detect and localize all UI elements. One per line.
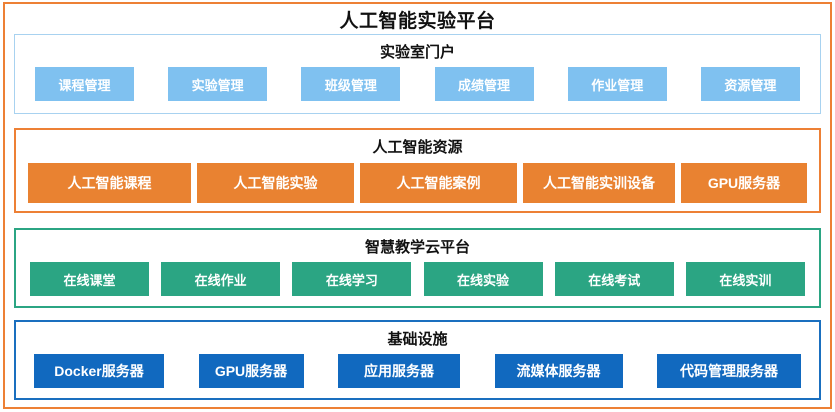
- chip-course-management[interactable]: 课程管理: [35, 67, 134, 101]
- chip-gpu-server-resource[interactable]: GPU服务器: [681, 163, 807, 203]
- section-title-ai-resources: 人工智能资源: [372, 139, 463, 156]
- chip-resource-management[interactable]: 资源管理: [700, 67, 800, 101]
- section-infrastructure: 基础设施 Docker服务器 GPU服务器 应用服务器 流媒体服务器 代码管理服…: [14, 320, 821, 400]
- chip-online-training[interactable]: 在线实训: [685, 262, 805, 296]
- chip-ai-cases[interactable]: 人工智能案例: [360, 163, 517, 203]
- chip-row-infrastructure: Docker服务器 GPU服务器 应用服务器 流媒体服务器 代码管理服务器: [16, 352, 819, 390]
- section-title-infrastructure: 基础设施: [387, 331, 448, 348]
- chip-row-laboratory-portal: 课程管理 实验管理 班级管理 成绩管理 作业管理 资源管理: [15, 65, 820, 103]
- chip-grade-management[interactable]: 成绩管理: [434, 67, 534, 101]
- chip-application-server[interactable]: 应用服务器: [338, 354, 460, 388]
- chip-experiment-management[interactable]: 实验管理: [168, 67, 268, 101]
- chip-online-classroom[interactable]: 在线课堂: [30, 262, 149, 296]
- chip-row-ai-resources: 人工智能课程 人工智能实验 人工智能案例 人工智能实训设备 GPU服务器: [16, 162, 819, 204]
- diagram-outer-frame: [3, 2, 832, 409]
- chip-online-homework[interactable]: 在线作业: [161, 262, 281, 296]
- chip-ai-training-equipment[interactable]: 人工智能实训设备: [523, 163, 675, 203]
- page-title: 人工智能实验平台: [339, 11, 496, 32]
- section-ai-resources: 人工智能资源 人工智能课程 人工智能实验 人工智能案例 人工智能实训设备 GPU…: [14, 128, 821, 213]
- chip-online-experiment[interactable]: 在线实验: [423, 262, 543, 296]
- chip-streaming-media-server[interactable]: 流媒体服务器: [494, 354, 623, 388]
- chip-class-management[interactable]: 班级管理: [301, 67, 401, 101]
- section-title-smart-teaching-cloud: 智慧教学云平台: [364, 239, 470, 256]
- chip-online-learning[interactable]: 在线学习: [292, 262, 412, 296]
- section-smart-teaching-cloud: 智慧教学云平台 在线课堂 在线作业 在线学习 在线实验 在线考试 在线实训: [14, 228, 821, 308]
- chip-online-exam[interactable]: 在线考试: [554, 262, 674, 296]
- chip-ai-courses[interactable]: 人工智能课程: [28, 163, 191, 203]
- section-title-laboratory-portal: 实验室门户: [379, 44, 455, 61]
- chip-homework-management[interactable]: 作业管理: [567, 67, 667, 101]
- chip-gpu-server[interactable]: GPU服务器: [198, 354, 304, 388]
- chip-ai-experiments[interactable]: 人工智能实验: [197, 163, 354, 203]
- chip-row-smart-teaching-cloud: 在线课堂 在线作业 在线学习 在线实验 在线考试 在线实训: [16, 260, 819, 298]
- section-laboratory-portal: 实验室门户 课程管理 实验管理 班级管理 成绩管理 作业管理 资源管理: [14, 34, 821, 114]
- chip-docker-server[interactable]: Docker服务器: [34, 354, 164, 388]
- chip-code-management-server[interactable]: 代码管理服务器: [657, 354, 801, 388]
